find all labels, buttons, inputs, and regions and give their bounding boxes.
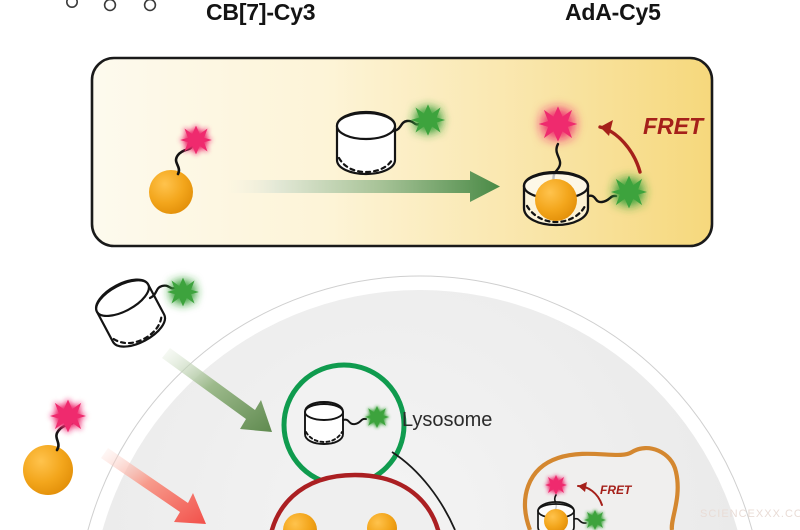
cb7-cy3-uptake-arrow — [162, 348, 272, 432]
lysosome-with-cargo — [281, 362, 456, 530]
linker-chain — [174, 144, 194, 176]
lysosome-membrane — [281, 362, 407, 488]
adamantane-body — [23, 445, 73, 495]
extracellular-ada-cy5 — [23, 399, 87, 495]
orange-organelle-fret — [522, 446, 680, 530]
cb7-barrel — [304, 401, 344, 445]
cy5-dye-star — [49, 399, 87, 433]
ada-cy5-free-molecule — [149, 125, 212, 214]
linker-chain — [392, 119, 421, 133]
extracellular-cb7-cy3 — [95, 277, 199, 348]
red-organelle — [269, 472, 441, 530]
adamantane-body — [544, 509, 568, 530]
lysosome-label: Lysosome — [402, 409, 493, 431]
source-watermark: SCIENCEXXX.COM — [700, 508, 800, 520]
linker-chain — [586, 194, 618, 204]
host-guest-binding-panel — [90, 56, 714, 248]
page-title-ada-cy5: AdA-Cy5 — [565, 0, 661, 25]
fret-arrow — [598, 120, 642, 174]
linker-chain — [573, 517, 587, 524]
linker-chain — [342, 417, 367, 426]
ada-cy5-uptake-arrow — [101, 448, 206, 524]
adamantane-body — [535, 179, 577, 221]
host-guest-complex — [522, 106, 648, 227]
cb7-barrel — [335, 110, 397, 176]
plasma-membrane — [87, 275, 753, 530]
lysosome-leader-line — [391, 451, 456, 530]
live-cell-uptake-panel — [23, 275, 753, 530]
adamantane-body — [149, 170, 193, 214]
fret-label-top: FRET — [643, 113, 704, 139]
page-title-cb7-cy3: CB[7]-Cy3 — [206, 0, 316, 25]
binding-arrow — [228, 171, 500, 202]
cb7-cy3-free-molecule — [335, 104, 446, 176]
cy3-dye-star — [167, 277, 199, 307]
panel-border — [90, 56, 714, 248]
cutoff-structure-circles — [66, 0, 157, 12]
adamantane-body — [283, 513, 317, 530]
adamantane-body — [367, 513, 397, 530]
linker-chain — [148, 284, 177, 300]
red-organelle-membrane — [269, 472, 441, 530]
fret-arrow — [577, 482, 603, 506]
fret-label-bottom: FRET — [600, 483, 632, 497]
